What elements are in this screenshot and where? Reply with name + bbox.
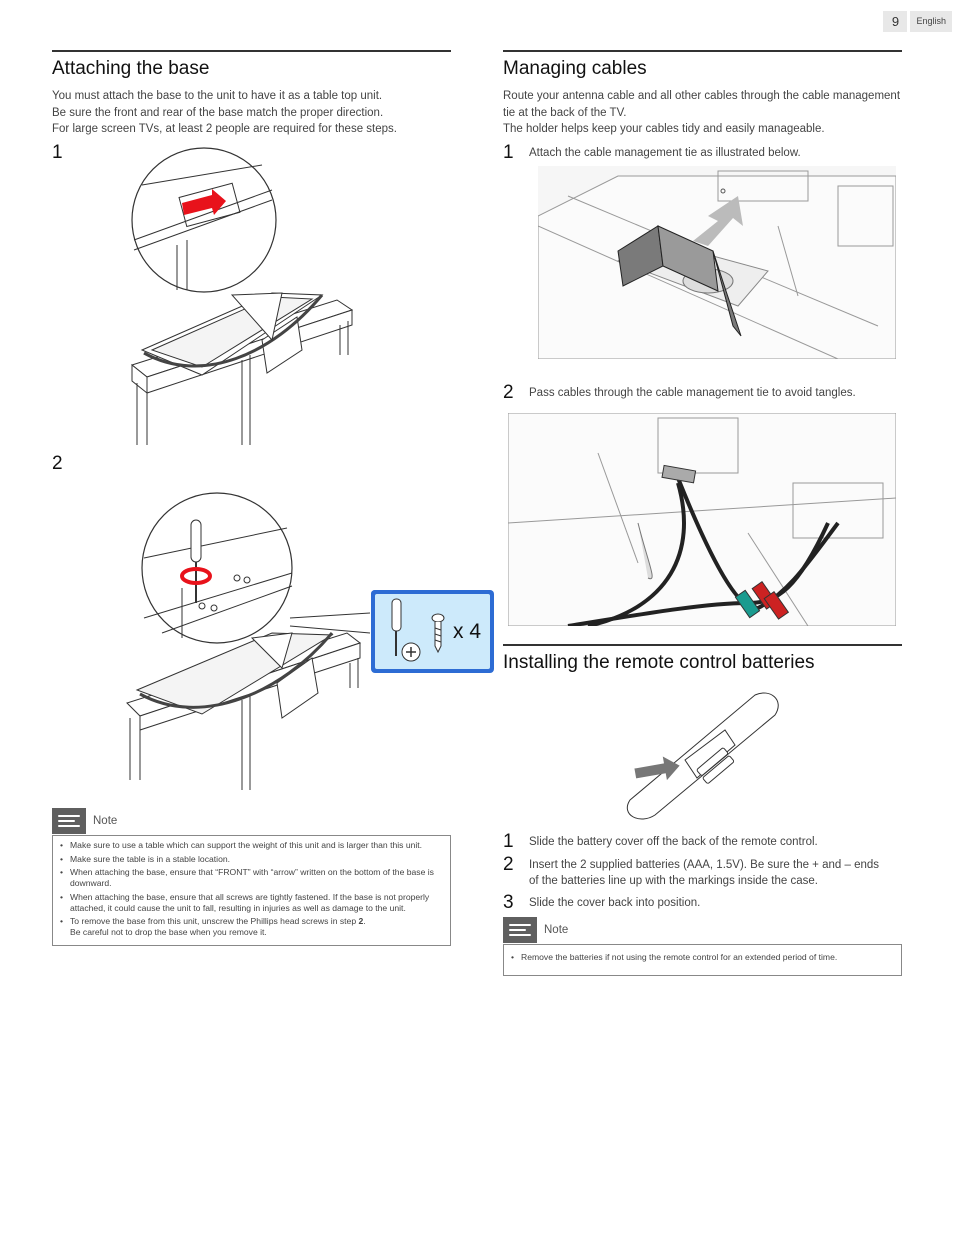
step-number: 2 xyxy=(503,382,514,403)
step-text: Attach the cable management tie as illus… xyxy=(529,147,801,159)
step-number: 1 xyxy=(503,831,514,852)
battery-step-2: 2 Insert the 2 supplied batteries (AAA, … xyxy=(503,855,893,889)
cables-routed-illustration xyxy=(508,413,896,626)
note-icon xyxy=(52,808,86,834)
battery-step-1: 1 Slide the battery cover off the back o… xyxy=(503,832,818,851)
intro-line: Route your antenna cable and all other c… xyxy=(503,90,901,119)
note-item: When attaching the base, ensure that all… xyxy=(59,892,444,914)
intro-line: Be sure the front and rear of the base m… xyxy=(52,106,384,119)
step-number: 2 xyxy=(503,854,514,875)
batteries-title: Installing the remote control batteries xyxy=(503,644,902,682)
screw-count-inner: x 4 xyxy=(375,594,490,669)
intro-line: You must attach the base to the unit to … xyxy=(52,90,383,102)
page-tag: 9 English xyxy=(883,11,952,32)
screw-count-panel: x 4 xyxy=(371,590,494,673)
note-text: To remove the base from this unit, unscr… xyxy=(70,916,359,926)
step-number: 3 xyxy=(503,892,514,913)
note-item: When attaching the base, ensure that “FR… xyxy=(59,867,444,889)
cable-tie-illustration xyxy=(538,166,896,359)
attaching-base-section: Attaching the base You must attach the b… xyxy=(52,50,494,980)
page-number: 9 xyxy=(883,11,908,32)
battery-step-3: 3 Slide the cover back into position. xyxy=(503,893,700,912)
attach-base-step1-illustration xyxy=(130,147,354,445)
step-text: Slide the cover back into position. xyxy=(529,897,701,909)
cable-step-1: 1 Attach the cable management tie as ill… xyxy=(503,143,801,162)
intro-line: For large screen TVs, at least 2 people … xyxy=(52,123,397,135)
note-item: To remove the base from this unit, unscr… xyxy=(59,916,444,938)
managing-cables-intro: Route your antenna cable and all other c… xyxy=(503,88,902,138)
step-number: 1 xyxy=(503,142,514,163)
note-item: Make sure the table is in a stable locat… xyxy=(59,854,444,865)
note-box: Make sure to use a table which can suppo… xyxy=(52,835,451,946)
screw-count-label: x 4 xyxy=(453,620,482,643)
note-text: . xyxy=(363,916,366,926)
intro-line: The holder helps keep your cables tidy a… xyxy=(503,123,825,135)
note-header: Note xyxy=(52,808,117,834)
managing-cables-section: Managing cables Route your antenna cable… xyxy=(503,50,902,980)
step-2-number: 2 xyxy=(52,453,63,474)
attaching-base-title: Attaching the base xyxy=(52,50,451,88)
language-label: English xyxy=(910,11,952,32)
step-text: Pass cables through the cable management… xyxy=(529,387,856,399)
note-item: Remove the batteries if not using the re… xyxy=(510,952,895,963)
note-list: Remove the batteries if not using the re… xyxy=(510,952,895,963)
note-label: Note xyxy=(93,815,118,827)
note-box: Remove the batteries if not using the re… xyxy=(503,944,902,976)
managing-cables-title: Managing cables xyxy=(503,50,902,88)
note-text: Be careful not to drop the base when you… xyxy=(70,927,267,937)
attaching-base-intro: You must attach the base to the unit to … xyxy=(52,88,451,138)
note-step-ref: 2 xyxy=(358,916,364,926)
cable-step-2: 2 Pass cables through the cable manageme… xyxy=(503,383,856,402)
note-item: Make sure to use a table which can suppo… xyxy=(59,840,444,851)
note-icon xyxy=(503,917,537,943)
step-1-number: 1 xyxy=(52,142,63,163)
note-header: Note xyxy=(503,917,568,943)
step-text: Insert the 2 supplied batteries (AAA, 1.… xyxy=(529,859,880,887)
step-text: Slide the battery cover off the back of … xyxy=(529,836,818,848)
note-list: Make sure to use a table which can suppo… xyxy=(59,840,444,938)
note-label: Note xyxy=(544,924,569,936)
screwdriver-screw-icon xyxy=(391,598,445,662)
remote-batteries-illustration xyxy=(627,692,779,820)
